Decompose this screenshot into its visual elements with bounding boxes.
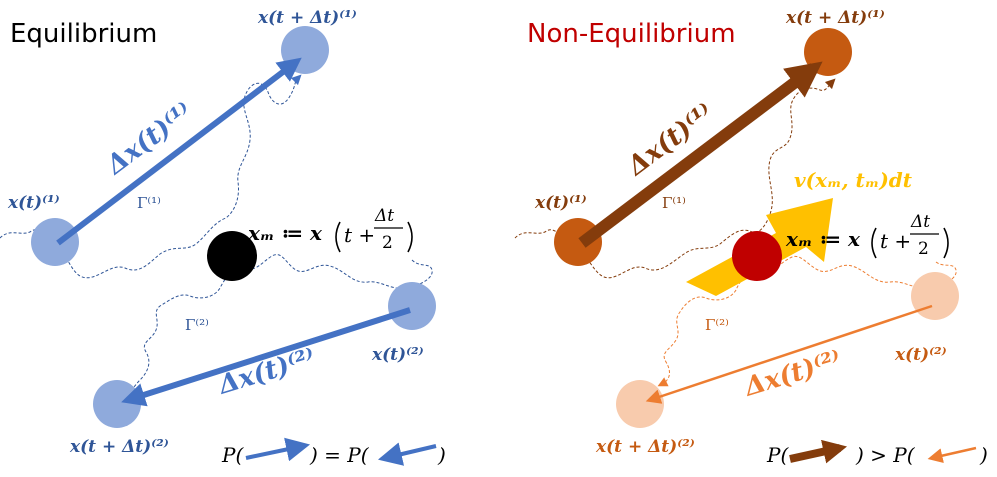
particle-2-final: [93, 380, 141, 428]
xm-formula-lhs: xₘ ≔ x: [247, 221, 323, 245]
prob-middle: ) > P(: [855, 443, 916, 467]
prob-left-open: P(: [766, 443, 789, 467]
xm-formula-denominator: 2: [918, 239, 929, 259]
xm-formula-t-plus: t +: [344, 223, 375, 247]
displacement-arrow-2: [645, 304, 933, 404]
prob-forward-arrow-icon: [245, 437, 311, 462]
dx1-label: Δx(t)⁽¹⁾: [100, 97, 199, 182]
x-t1-label: x(t)⁽¹⁾: [534, 193, 587, 213]
xm-formula-open-paren: [335, 221, 341, 253]
x-t2-label: x(t)⁽²⁾: [371, 345, 424, 365]
xm-formula-numerator: Δt: [374, 206, 394, 226]
xm-formula-close-paren: [943, 227, 949, 259]
midpoint-formula: xₘ ≔ x t + Δt 2: [247, 206, 413, 253]
gamma1-label: Γ⁽¹⁾: [137, 194, 161, 212]
x-tdt2-label: x(t + Δt)⁽²⁾: [69, 437, 169, 457]
particle-1-initial: [31, 218, 79, 266]
prob-forward-arrow-icon: [789, 439, 848, 464]
x-t2-label: x(t)⁽²⁾: [894, 345, 947, 365]
prob-reverse-arrow-icon: [927, 446, 977, 463]
non-equilibrium-probability-statement: P( ) > P( ): [766, 439, 988, 467]
displacement-arrow-1: [56, 57, 302, 246]
drift-label: v(xₘ, tₘ)dt: [794, 168, 913, 192]
displacement-arrow-1: [578, 61, 823, 248]
prob-left-close: ): [979, 443, 988, 467]
gamma1-label: Γ⁽¹⁾: [662, 194, 686, 212]
xm-formula-lhs: xₘ ≔ x: [785, 227, 861, 251]
particle-1-initial: [554, 218, 602, 266]
gamma2-path: [115, 254, 433, 403]
non-equilibrium-panel: Non-Equilibrium x(t + Δt)⁽¹⁾ x(t)⁽¹⁾ Γ⁽¹…: [514, 8, 988, 467]
midpoint-marker: [732, 231, 782, 281]
gamma2-label: Γ⁽²⁾: [185, 316, 209, 334]
xm-formula-denominator: 2: [382, 233, 393, 253]
x-tdt1-label: x(t + Δt)⁽¹⁾: [785, 8, 885, 28]
xm-formula-numerator: Δt: [910, 212, 930, 232]
particle-2-initial: [911, 272, 959, 320]
xm-formula-open-paren: [871, 227, 877, 259]
xm-formula-t-plus: t +: [880, 229, 911, 253]
dx2-label: Δx(t)⁽²⁾: [213, 343, 319, 401]
equilibrium-panel: Equilibrium x(t + Δt)⁽¹⁾ x(t)⁽¹⁾ Γ⁽¹⁾ Δx…: [0, 8, 446, 467]
prob-left-close: ): [437, 443, 446, 467]
midpoint-formula: xₘ ≔ x t + Δt 2: [785, 212, 949, 259]
prob-middle: ) = P(: [309, 443, 370, 467]
non-equilibrium-title: Non-Equilibrium: [527, 19, 736, 49]
x-tdt1-label: x(t + Δt)⁽¹⁾: [257, 8, 357, 28]
displacement-arrow-2: [121, 307, 411, 407]
prob-left-open: P(: [221, 443, 244, 467]
particle-2-final: [616, 380, 664, 428]
equilibrium-title: Equilibrium: [10, 19, 157, 49]
x-t1-label: x(t)⁽¹⁾: [7, 193, 60, 213]
midpoint-marker: [207, 231, 257, 281]
equilibrium-probability-statement: P( ) = P( ): [221, 437, 446, 467]
gamma1-path: [514, 78, 836, 279]
x-tdt2-label: x(t + Δt)⁽²⁾: [595, 437, 695, 457]
xm-formula-close-paren: [407, 221, 413, 253]
gamma2-label: Γ⁽²⁾: [705, 316, 729, 334]
prob-reverse-arrow-icon: [377, 442, 437, 466]
particle-2-initial: [388, 282, 436, 330]
